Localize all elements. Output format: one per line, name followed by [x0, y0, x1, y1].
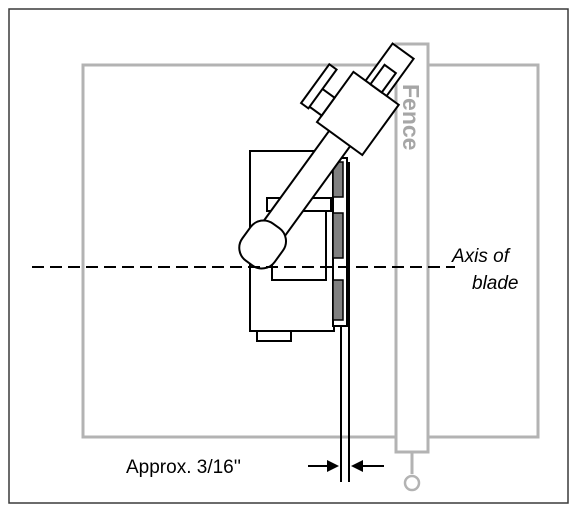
blade-block-middle	[332, 212, 344, 259]
fence-bar	[394, 42, 430, 454]
fence-label: Fence	[398, 84, 424, 150]
handle-clip	[369, 63, 398, 94]
saw-foot	[256, 330, 292, 342]
handle-pivot	[238, 219, 287, 270]
gap-label: Approx. 3/16''	[126, 457, 241, 478]
blade-block-bottom	[332, 279, 344, 321]
left-arrow-head	[327, 460, 339, 472]
right-arrow-head	[351, 460, 363, 472]
gap-dimension	[308, 460, 384, 472]
fence-knob	[403, 474, 421, 492]
saw-handle-arm	[238, 42, 416, 270]
figure-frame	[8, 8, 569, 504]
fence: Fence	[394, 42, 430, 492]
handle-lever	[299, 62, 338, 110]
axis-label-line2: blade	[472, 273, 519, 294]
saw-table-outline	[81, 63, 540, 439]
axis-label-line1: Axis of	[451, 246, 511, 267]
